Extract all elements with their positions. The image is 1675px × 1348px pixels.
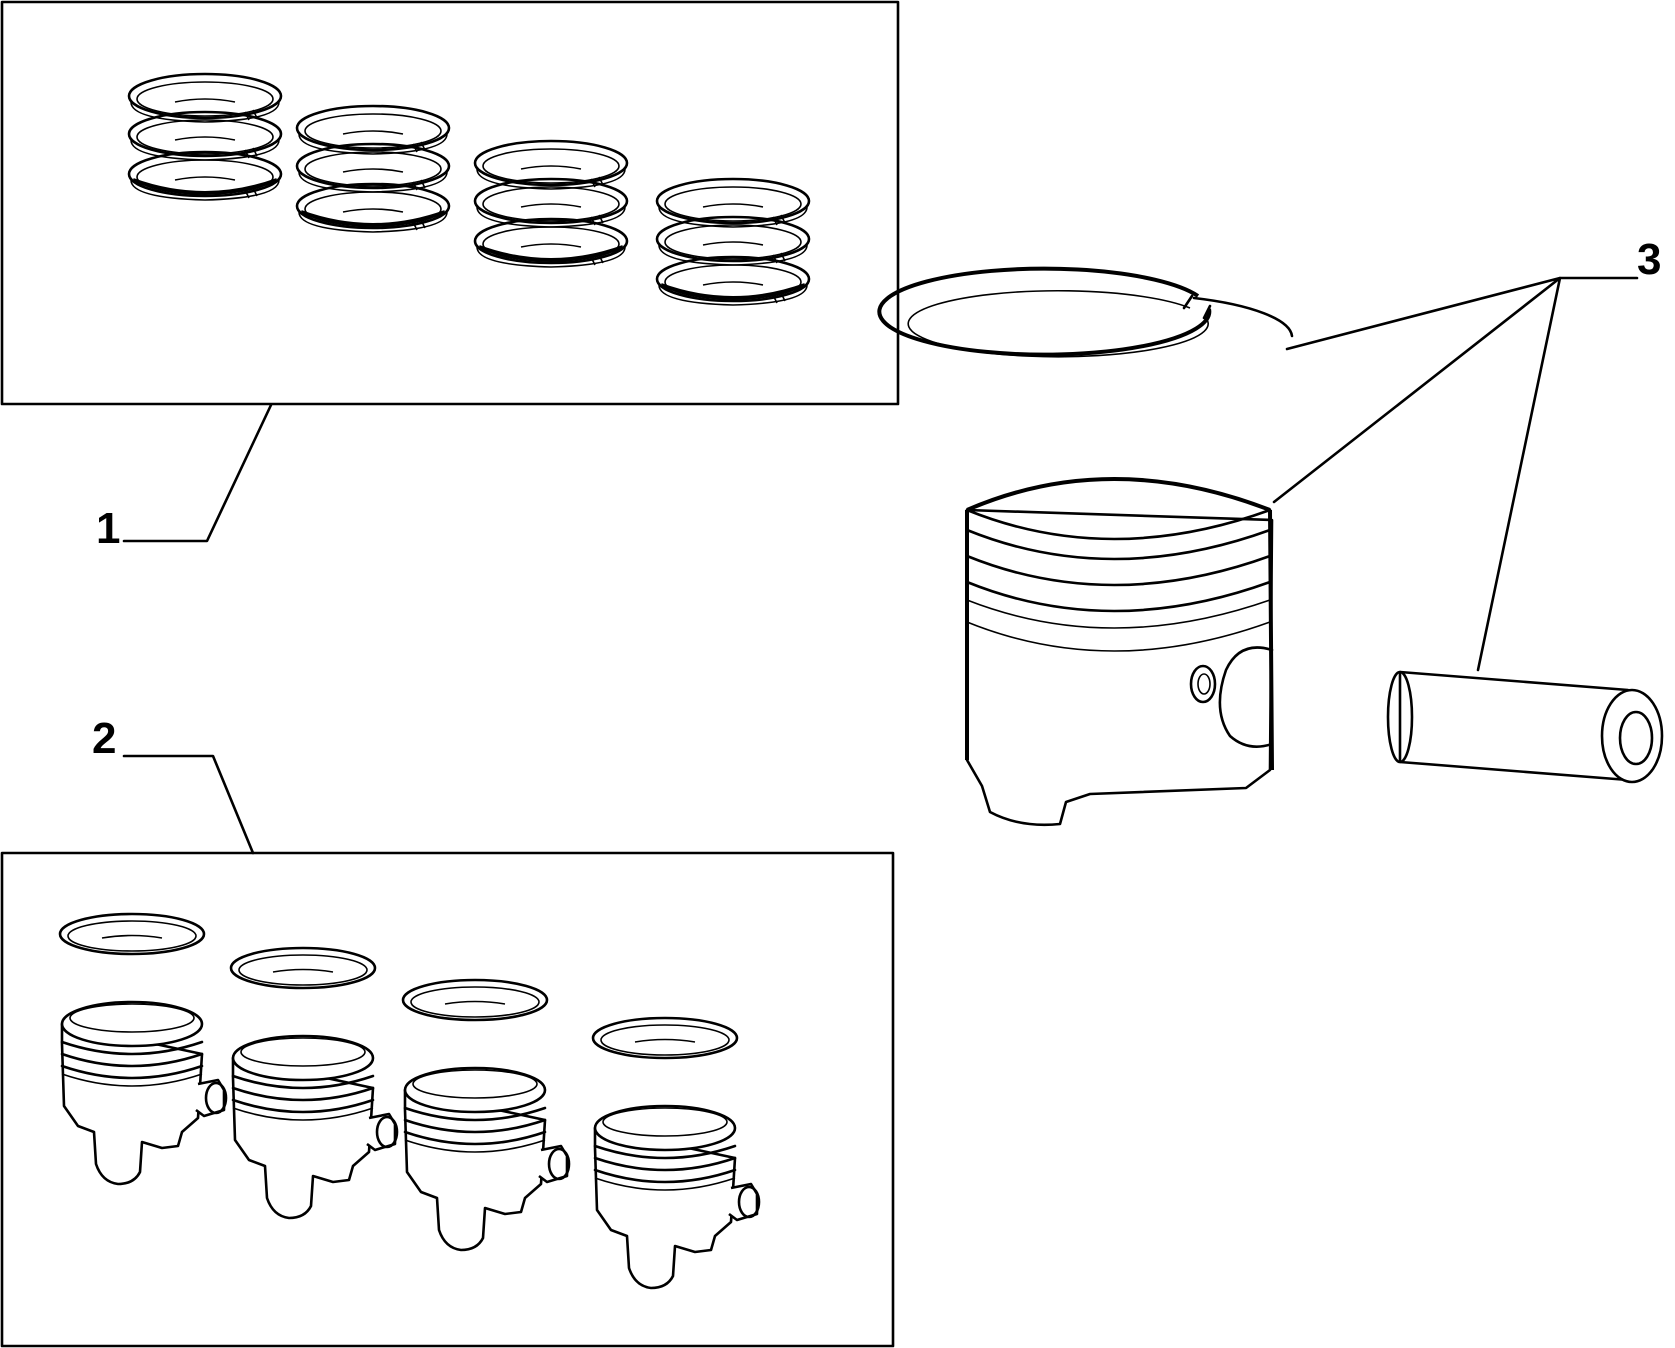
piston <box>965 477 1274 827</box>
leader-line-3 <box>1272 276 1639 672</box>
piston-assembly-4 <box>591 1016 761 1290</box>
piston-assembly-3 <box>401 978 571 1252</box>
ring-set-3 <box>475 141 627 267</box>
piston-pin <box>1386 670 1664 784</box>
piston-ring <box>877 266 1294 358</box>
callout-3: 3 <box>1637 235 1661 284</box>
leader-line-2 <box>122 754 255 855</box>
callout-1: 1 <box>96 504 120 553</box>
ring-set-2 <box>297 106 449 232</box>
ring-set-4 <box>657 179 809 305</box>
ring-set-1 <box>129 74 281 200</box>
piston-assembly-2 <box>229 946 399 1220</box>
piston-sets-box <box>0 851 895 1348</box>
ring-sets-box <box>0 0 900 406</box>
piston-assembly-1 <box>58 912 228 1186</box>
leader-line-1 <box>122 403 273 543</box>
callout-2: 2 <box>92 714 116 763</box>
